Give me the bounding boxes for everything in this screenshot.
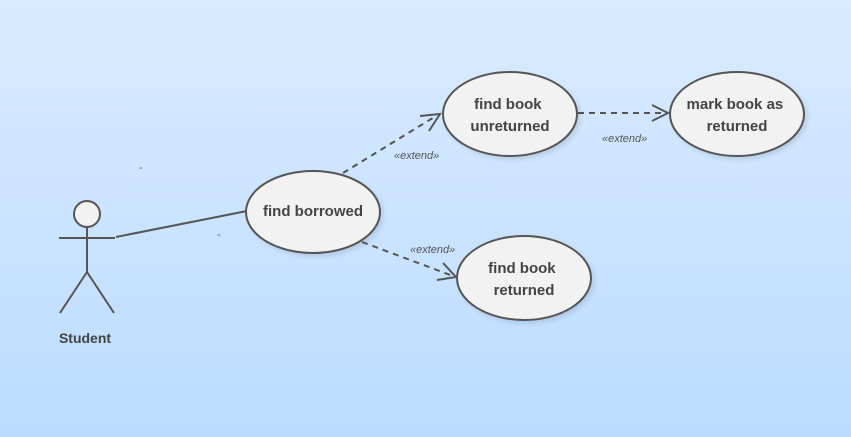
usecase-label: find book unreturned <box>470 96 549 135</box>
association-role-target: - <box>217 229 221 241</box>
usecase-label: find book returned <box>488 260 560 299</box>
usecase-label-line-2: returned <box>707 118 768 135</box>
actor-left-leg <box>59 271 88 314</box>
usecase-find-borrowed[interactable]: find borrowed <box>245 170 383 256</box>
actor-student[interactable]: Student <box>59 200 115 346</box>
actor-name: Student <box>59 330 111 346</box>
usecase-label: find borrowed <box>263 203 363 220</box>
usecase-ellipse <box>669 71 805 157</box>
extend-relation-unreturned[interactable] <box>342 112 442 174</box>
usecase-ellipse <box>442 71 578 157</box>
association-line[interactable] <box>115 210 248 238</box>
usecase-ellipse <box>456 235 592 321</box>
usecase-find-book-unreturned[interactable]: find book unreturned <box>442 71 580 159</box>
usecase-label-line-1: find book <box>474 96 542 113</box>
usecase-ellipse <box>245 170 381 254</box>
usecase-label-line-1: mark book as <box>687 96 784 113</box>
extend-relation-mark-returned[interactable] <box>578 104 671 122</box>
association-role-source: - <box>139 162 143 174</box>
extend-arrowhead-unreturned <box>419 112 442 132</box>
extend-relation-returned[interactable] <box>361 241 459 281</box>
usecase-find-book-returned[interactable]: find book returned <box>456 235 594 323</box>
extend-label-returned: «extend» <box>410 244 455 256</box>
extend-label-mark-returned: «extend» <box>602 133 647 145</box>
actor-right-leg <box>86 271 115 314</box>
extend-arrowhead-mark-returned <box>651 104 671 122</box>
usecase-mark-book-as-returned[interactable]: mark book as returned <box>669 71 807 159</box>
extend-line-unreturned <box>342 115 437 174</box>
usecase-label-line-2: returned <box>494 282 555 299</box>
extend-line-returned <box>361 241 454 277</box>
usecase-label-line-2: unreturned <box>470 118 549 135</box>
usecase-label: mark book as returned <box>687 96 788 135</box>
extend-arrowhead-returned <box>436 262 459 281</box>
actor-head <box>73 200 101 228</box>
usecase-label-line-1: find book <box>488 260 556 277</box>
extend-label-unreturned: «extend» <box>394 150 439 162</box>
